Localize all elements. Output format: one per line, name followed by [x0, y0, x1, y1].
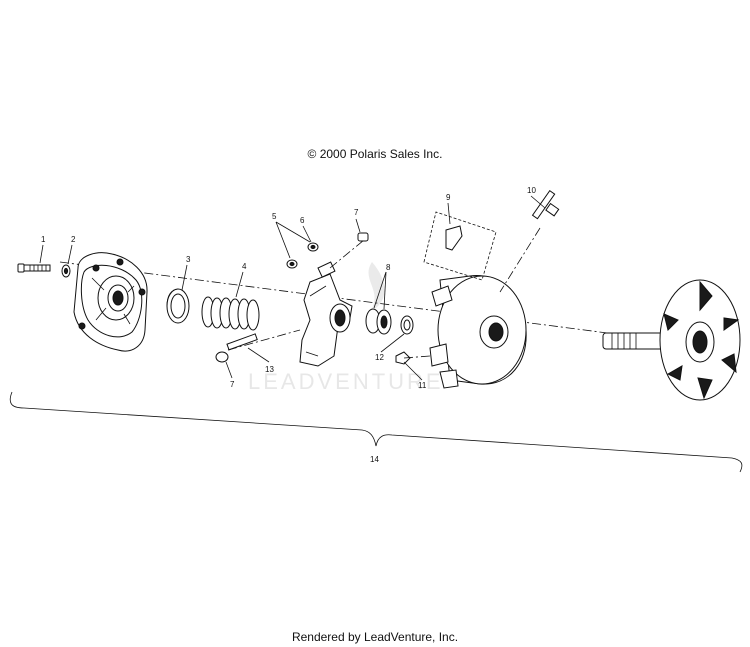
callout-12: 12 — [375, 353, 384, 362]
callout-7-lower: 7 — [230, 380, 235, 389]
callout-14: 14 — [370, 455, 379, 464]
part-fixed-sheave — [602, 279, 741, 401]
part-moveable-sheave — [429, 275, 527, 389]
part-4-spring — [201, 296, 260, 331]
part-9-weight — [423, 211, 497, 281]
callout-5: 5 — [272, 212, 277, 221]
callout-4: 4 — [242, 262, 247, 271]
watermark-logo: LEADVENTURE — [248, 262, 444, 394]
callout-2: 2 — [71, 235, 76, 244]
part-8-bushings — [365, 308, 392, 335]
rendered-by-credit: Rendered by LeadVenture, Inc. — [291, 630, 459, 644]
part-spider — [299, 261, 353, 367]
callout-11: 11 — [418, 381, 427, 390]
part-cover-plate — [73, 252, 148, 352]
part-6-roller — [307, 242, 319, 252]
part-5-roller — [286, 259, 298, 269]
guide-line-1 — [329, 239, 365, 269]
watermark-text: LEADVENTURE — [248, 369, 444, 394]
center-axis — [59, 261, 701, 346]
callout-13: 13 — [265, 365, 274, 374]
copyright-notice: © 2000 Polaris Sales Inc. — [307, 147, 443, 161]
part-10-bolt — [531, 190, 560, 220]
callout-3: 3 — [186, 255, 191, 264]
callout-7-upper: 7 — [354, 208, 359, 217]
callout-labels: 1 2 3 4 5 6 7 8 9 10 7 11 12 13 14 — [41, 186, 536, 464]
callout-1: 1 — [41, 235, 46, 244]
guide-line-3 — [499, 227, 541, 293]
part-7-cap-upper — [357, 232, 369, 242]
callout-9: 9 — [446, 193, 451, 202]
part-2-washer — [61, 264, 71, 278]
part-1-bolt — [17, 263, 51, 273]
part-12-washer — [400, 315, 414, 335]
guide-line-2 — [227, 329, 301, 351]
assembly-bracket — [9, 391, 743, 473]
part-13-pin — [215, 333, 258, 363]
part-3-bushing — [166, 288, 190, 324]
callout-6: 6 — [300, 216, 305, 225]
part-11-nut — [395, 351, 411, 365]
callout-10: 10 — [527, 186, 536, 195]
leader-lines — [39, 195, 546, 381]
guide-line-4 — [403, 355, 431, 359]
callout-8: 8 — [386, 263, 391, 272]
